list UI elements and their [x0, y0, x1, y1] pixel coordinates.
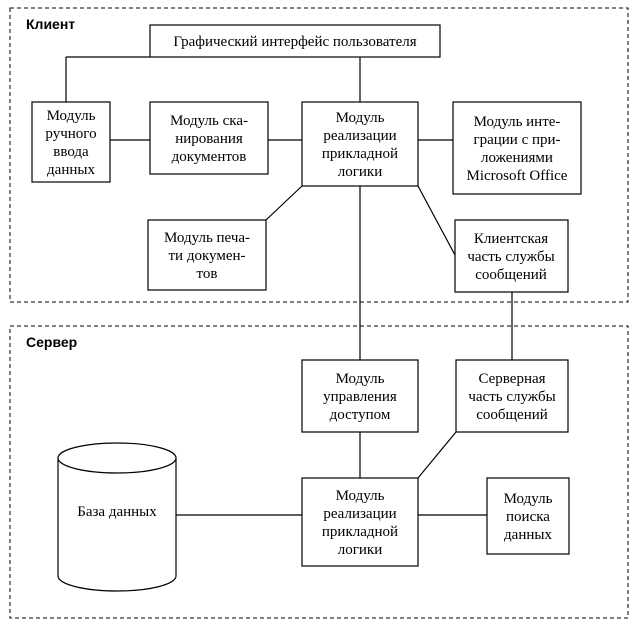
access-control-box — [301, 359, 419, 433]
server-messaging-label-line: сообщений — [476, 407, 548, 423]
client-logic-label-line: Модуль — [336, 110, 385, 126]
connector-client-logic-printing — [265, 185, 303, 221]
server-zone — [9, 325, 629, 619]
database-top — [57, 442, 177, 474]
data-search-label-line: данных — [504, 527, 552, 543]
office-integration-label-line: ложениями — [481, 150, 553, 166]
access-control-label-line: Модуль — [336, 371, 385, 387]
server-logic-label: Модуль реализации прикладной логики — [322, 488, 398, 558]
server-messaging-label: Серверная часть службы сообщений — [468, 371, 555, 423]
client-logic-label-line: логики — [338, 164, 382, 180]
printing-label-line: Модуль печа- — [164, 230, 250, 246]
printing-label: Модуль печа-ти докумен-тов — [164, 230, 250, 282]
scanning-label-line: нирования — [175, 131, 243, 147]
printing-label-line: ти докумен- — [168, 248, 245, 264]
server-logic-label-line: реализации — [323, 506, 396, 522]
server-logic-label-line: прикладной — [322, 524, 398, 540]
manual-input-label-line: данных — [47, 162, 95, 178]
manual-input-label: Модуль ручного ввода данных — [45, 108, 96, 178]
client-messaging-label-line: часть службы — [467, 249, 554, 265]
connector-server-messaging-server-logic — [417, 431, 457, 479]
connectors — [65, 56, 513, 516]
client-logic-label: Модуль реализации прикладной логики — [322, 110, 398, 180]
database-body — [57, 458, 177, 592]
server-messaging-box — [455, 359, 569, 433]
client-messaging-box — [454, 219, 569, 293]
server-logic-label-line: логики — [338, 542, 382, 558]
manual-input-label-line: Модуль — [47, 108, 96, 124]
manual-input-label-line: ручного — [45, 126, 96, 142]
gui-label-line: Графический интерфейс пользователя — [173, 34, 416, 50]
data-search-label-line: Модуль — [504, 491, 553, 507]
office-integration-label-line: Microsoft Office — [467, 168, 568, 184]
database-label-line: База данных — [77, 504, 157, 520]
access-control-label-line: управления — [323, 389, 397, 405]
box-labels: Графический интерфейс пользователяМодуль… — [45, 34, 567, 558]
office-integration-label-line: грации с при- — [473, 132, 560, 148]
data-search-label-line: поиска — [506, 509, 550, 525]
scanning-label-line: документов — [172, 149, 247, 165]
office-integration-label-line: Модуль интe- — [474, 114, 561, 130]
client-messaging-label-line: Клиентская — [474, 231, 548, 247]
client-zone — [9, 7, 629, 303]
boxes — [31, 24, 582, 567]
data-search-label: Модуль поиска данных — [504, 491, 553, 543]
server-logic-box — [301, 477, 419, 567]
access-control-label: Модуль управления доступом — [323, 371, 397, 423]
client-logic-label-line: прикладной — [322, 146, 398, 162]
printing-label-line: тов — [197, 266, 218, 282]
client-messaging-label-line: сообщений — [475, 267, 547, 283]
data-search-box — [486, 477, 570, 555]
gui-box — [149, 24, 441, 58]
server-messaging-label-line: Серверная — [478, 371, 545, 387]
server-zone-label: Сервер — [26, 334, 77, 350]
client-messaging-label: Клиентская часть службы сообщений — [467, 231, 554, 283]
office-integration-box — [452, 101, 582, 195]
gui-label: Графический интерфейс пользователя — [173, 34, 416, 50]
scanning-label: Модуль ска-нирования документов — [170, 113, 248, 165]
manual-input-label-line: ввода — [53, 144, 89, 160]
access-control-label-line: доступом — [330, 407, 391, 423]
database-label: База данных — [77, 504, 157, 520]
database-cylinder — [57, 442, 177, 592]
server-logic-label-line: Модуль — [336, 488, 385, 504]
client-zone-label: Клиент — [26, 16, 75, 32]
printing-box — [147, 219, 267, 291]
scanning-box — [149, 101, 269, 175]
connector-client-logic-client-messaging — [417, 185, 456, 256]
scanning-label-line: Модуль ска- — [170, 113, 248, 129]
manual-input-box — [31, 101, 111, 183]
client-logic-label-line: реализации — [323, 128, 396, 144]
client-logic-box — [301, 101, 419, 187]
server-messaging-label-line: часть службы — [468, 389, 555, 405]
